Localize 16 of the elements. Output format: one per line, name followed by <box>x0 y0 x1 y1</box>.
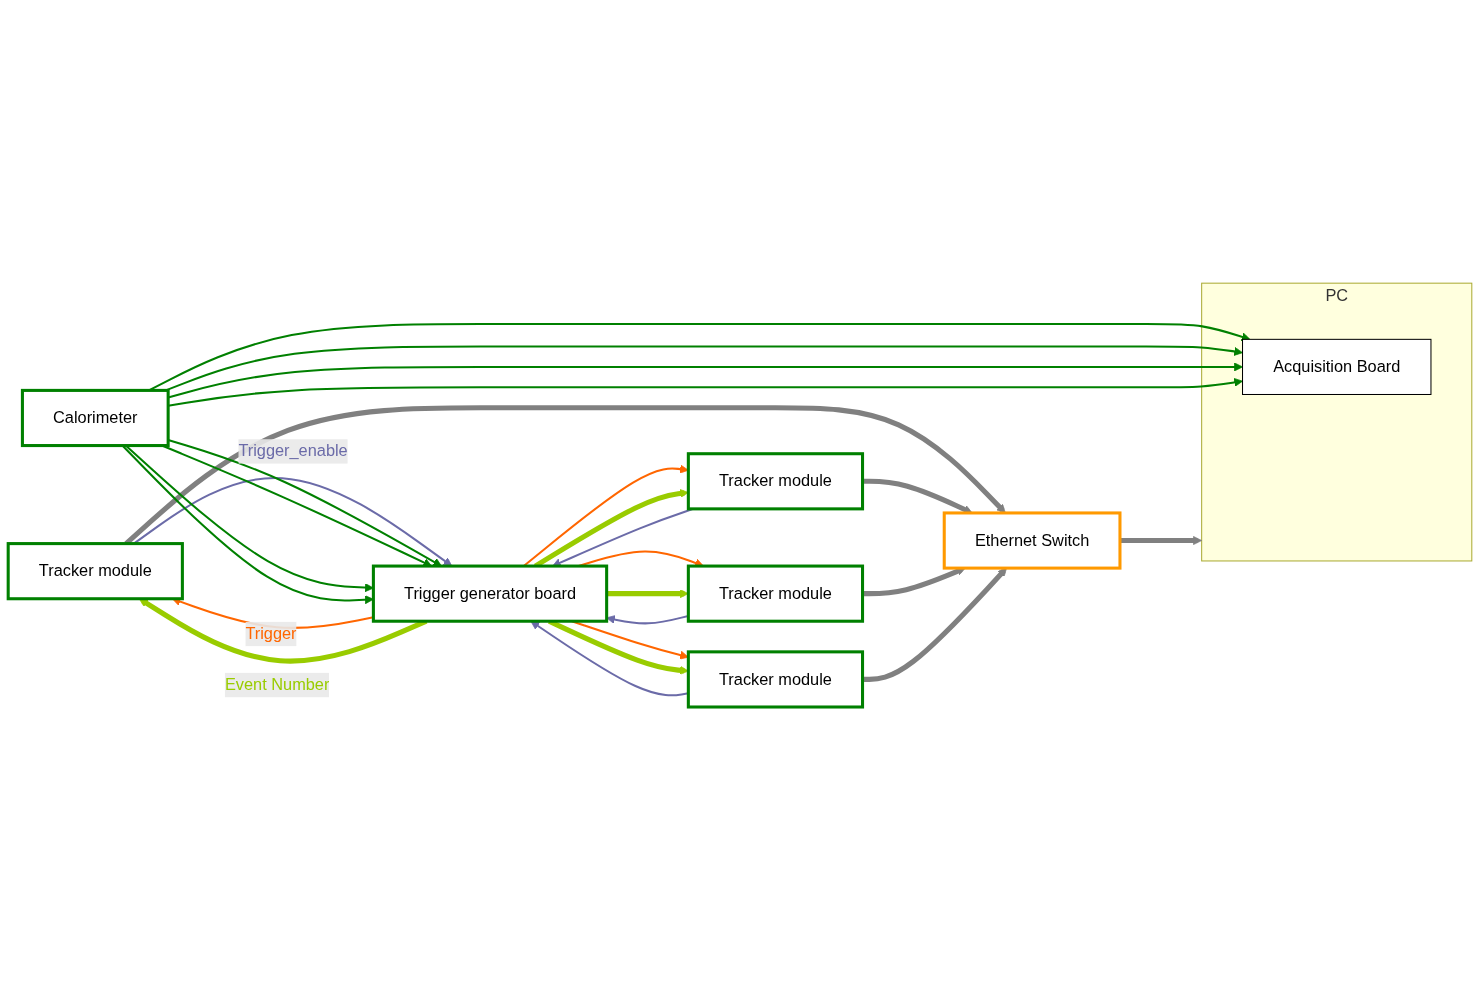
arrow <box>148 323 1251 392</box>
node-box: Trigger generator board <box>371 564 609 624</box>
edge-label: Event Number <box>224 676 330 694</box>
node-box: Tracker module <box>6 542 184 601</box>
edge-label: Trigger_enable <box>238 442 348 460</box>
node-box: Acquisition Board <box>1242 339 1432 396</box>
node-box: Tracker module <box>686 650 865 709</box>
arrow <box>165 345 1243 392</box>
node-box: Calorimeter <box>20 389 170 448</box>
node-box: Ethernet Switch <box>942 511 1122 571</box>
node-box: Tracker module <box>686 564 865 624</box>
arrow <box>133 477 453 567</box>
edge-label: Trigger <box>245 625 297 643</box>
node-box: Tracker module <box>686 452 865 511</box>
arrow <box>862 568 1007 683</box>
arrow <box>862 567 966 597</box>
